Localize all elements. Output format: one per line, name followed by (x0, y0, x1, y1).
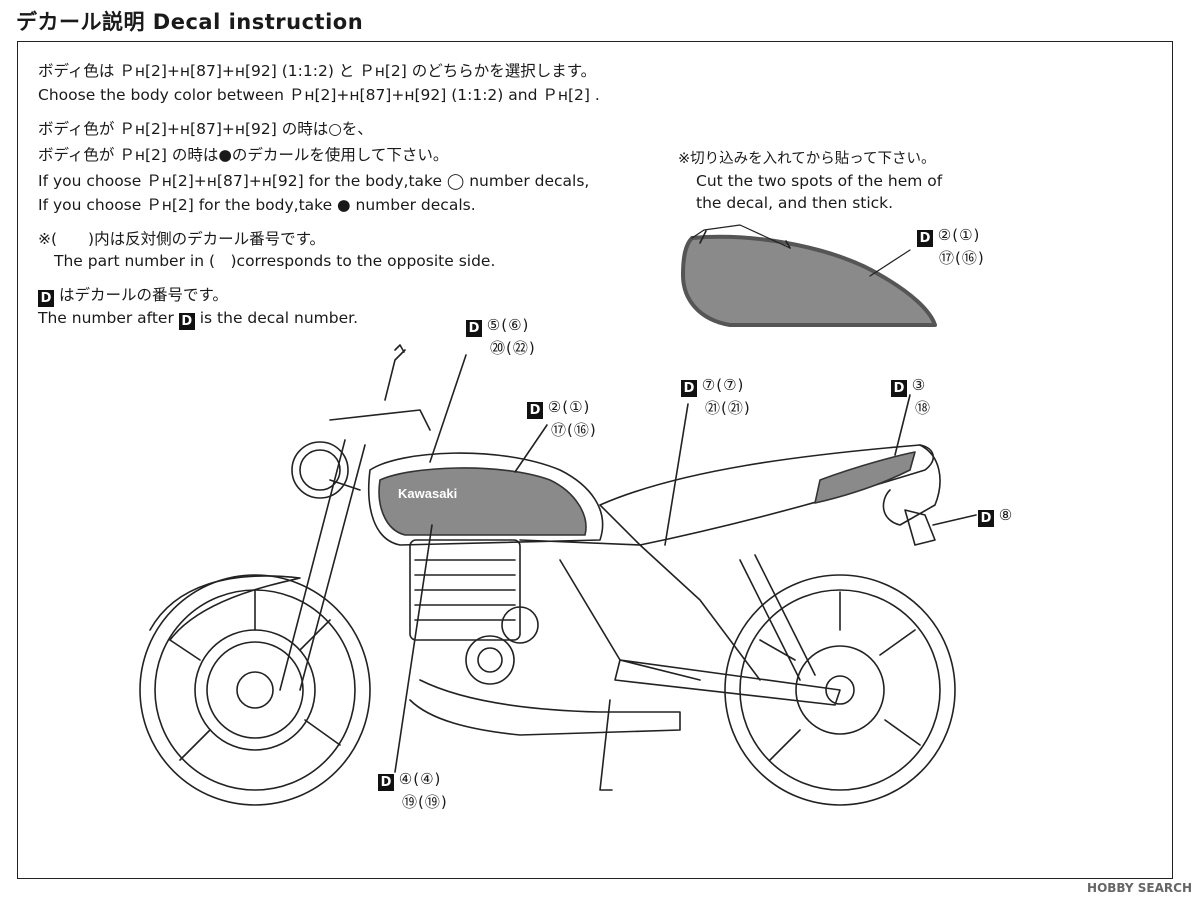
opposite-note-en: The part number in ( )corresponds to the… (54, 252, 496, 270)
page-title: デカール説明 Decal instruction (16, 10, 364, 34)
front-tire (139, 574, 371, 806)
callout-engine: D ④(④) ⑲(⑲) (378, 768, 448, 813)
callout-tail-top: ⑧ (998, 506, 1014, 524)
callout-frame-emblem: D ⑦(⑦) ㉑(㉑) (681, 374, 751, 419)
callout-engine-top: ④(④) (398, 770, 442, 788)
callout-frame-emblem-top: ⑦(⑦) (701, 376, 745, 394)
decal-number-en-text: The number after (38, 309, 174, 327)
tank-logo: Kawasaki (398, 486, 457, 501)
body-color-jp: ボディ色は Ｐʜ[2]+ʜ[87]+ʜ[92] (1:1:2) と Ｐʜ[2] … (38, 62, 597, 80)
watermark-logo: HOBBY SEARCH (1087, 881, 1192, 895)
tank-decal-shape (681, 234, 937, 327)
callout-tank-top: ②(①) (547, 398, 591, 416)
decal-marker-icon: D (891, 380, 907, 397)
callout-engine-bottom: ⑲(⑲) (402, 793, 448, 811)
callout-tank-detail-top: ②(①) (937, 226, 981, 244)
callout-frame-emblem-bottom: ㉑(㉑) (705, 399, 751, 417)
decal-number-note-jp: D はデカールの番号です。 (38, 284, 228, 307)
callout-tank-bottom: ⑰(⑯) (551, 421, 597, 439)
callout-seat-cowl-top: ③ (911, 376, 927, 394)
decal-marker-icon: D (917, 230, 933, 247)
decal-number-en-text-2: is the decal number. (199, 309, 359, 327)
decal-marker-icon: D (378, 774, 394, 791)
callout-side-cover: D ⑤(⑥) ⑳(㉒) (466, 314, 536, 359)
callout-side-cover-top: ⑤(⑥) (486, 316, 530, 334)
callout-seat-cowl: D ③ ⑱ (891, 374, 931, 419)
tank-note-en-2: the decal, and then stick. (696, 194, 894, 212)
callout-tank: D ②(①) ⑰(⑯) (527, 396, 597, 441)
decal-marker-icon: D (38, 290, 54, 307)
callout-tank-detail: D ②(①) ⑰(⑯) (917, 224, 985, 269)
choice-en-1: If you choose Ｐʜ[2]+ʜ[87]+ʜ[92] for the … (38, 172, 590, 190)
decal-number-note-en: The number after D is the decal number. (38, 307, 358, 330)
callout-side-cover-bottom: ⑳(㉒) (490, 339, 536, 357)
tank-note-en-1: Cut the two spots of the hem of (696, 172, 943, 190)
choice-en-2: If you choose Ｐʜ[2] for the body,take ● … (38, 196, 476, 214)
instruction-frame (17, 41, 1173, 879)
decal-marker-icon: D (178, 313, 195, 330)
callout-seat-cowl-bottom: ⑱ (915, 399, 932, 417)
decal-marker-icon: D (681, 380, 697, 397)
engine-block (409, 539, 521, 641)
opposite-note-jp: ※( )内は反対側のデカール番号です。 (38, 230, 326, 248)
tank-note-jp: ※切り込みを入れてから貼って下さい。 (678, 151, 936, 167)
choice-jp-1: ボディ色が Ｐʜ[2]+ʜ[87]+ʜ[92] の時は○を、 (38, 120, 373, 138)
decal-number-jp-text: はデカールの番号です。 (58, 286, 228, 304)
choice-jp-2: ボディ色が Ｐʜ[2] の時は●のデカールを使用して下さい。 (38, 146, 449, 164)
decal-marker-icon: D (527, 402, 543, 419)
callout-tank-detail-bottom: ⑰(⑯) (939, 249, 985, 267)
decal-marker-icon: D (466, 320, 482, 337)
decal-marker-icon: D (978, 510, 994, 527)
rear-tire (724, 574, 956, 806)
body-color-en: Choose the body color between Ｐʜ[2]+ʜ[87… (38, 86, 600, 104)
callout-tail: D ⑧ (978, 504, 1013, 527)
